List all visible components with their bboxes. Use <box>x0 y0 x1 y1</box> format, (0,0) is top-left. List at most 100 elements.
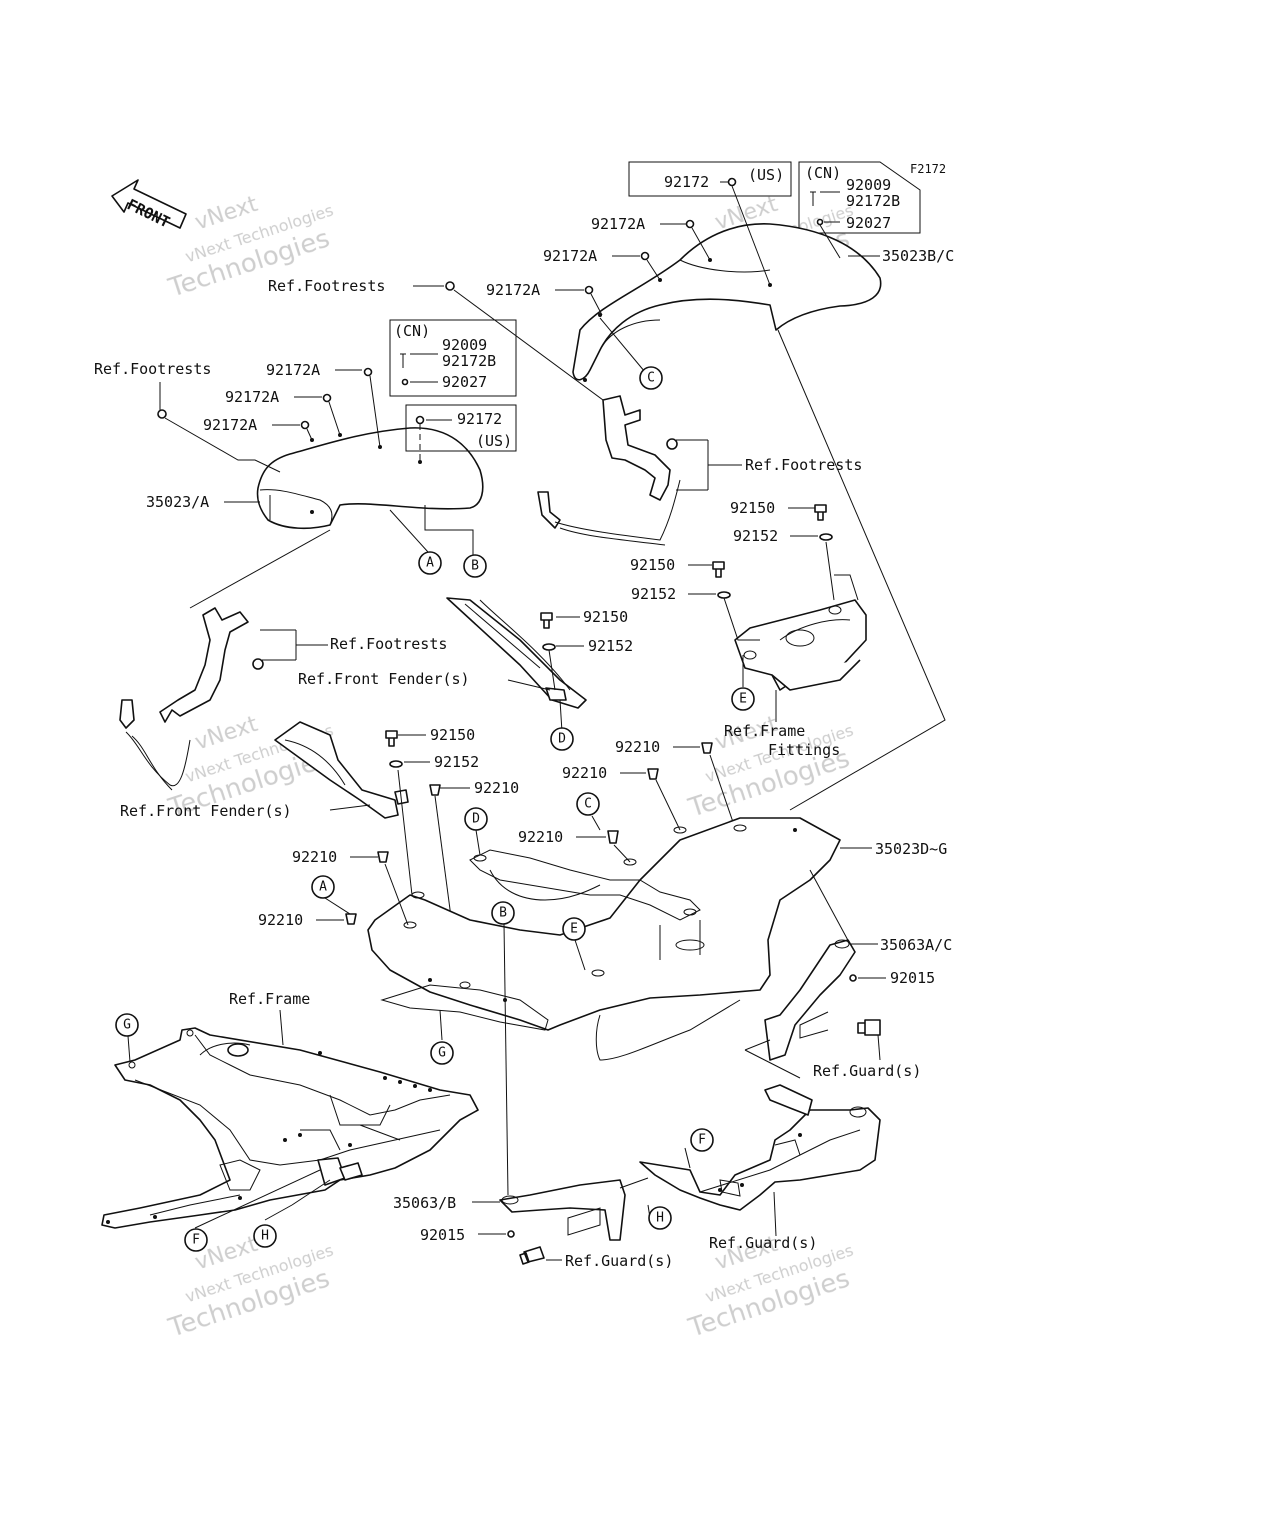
part-number-label: 92210 <box>562 764 607 782</box>
svg-text:E: E <box>570 922 578 937</box>
screw-icon <box>685 219 695 229</box>
part-number-label: 35063A/C <box>880 936 952 954</box>
part-number-label: 92150 <box>583 608 628 626</box>
washer-icon <box>401 378 409 386</box>
svg-text:A: A <box>319 880 327 895</box>
part-number-label: 92015 <box>890 969 935 987</box>
svg-text:D: D <box>558 732 566 747</box>
rear-fender-left <box>256 427 484 530</box>
callout-C: C <box>576 792 600 816</box>
screw-icon <box>415 415 425 425</box>
front-arrow-icon: FRONT <box>111 179 187 231</box>
callout-H: H <box>253 1224 277 1248</box>
part-number-label: 92172A <box>225 388 279 406</box>
bolt-icon <box>540 612 553 629</box>
us-variant-box <box>628 161 792 197</box>
figure-code: F2172 <box>910 162 946 176</box>
reference-label: Ref.Footrests <box>330 635 447 653</box>
callout-G: G <box>115 1013 139 1037</box>
nut-icon <box>507 1230 515 1238</box>
frame-fitting <box>734 599 867 691</box>
brace-bottom <box>499 1179 626 1241</box>
bolt-icon <box>157 409 167 419</box>
part-number-label: 92027 <box>846 214 891 232</box>
washer-icon <box>816 218 824 226</box>
reference-label: Ref.Footrests <box>268 277 385 295</box>
grommet-icon <box>607 830 619 844</box>
part-number-label: 92172A <box>486 281 540 299</box>
screw-icon <box>322 393 332 403</box>
part-number-label: 92015 <box>420 1226 465 1244</box>
screw-icon <box>640 251 650 261</box>
part-number-label: 92210 <box>474 779 519 797</box>
part-number-label: 35023/A <box>146 493 209 511</box>
part-number-label: 92150 <box>730 499 775 517</box>
svg-text:F: F <box>192 1233 200 1248</box>
grommet-icon <box>345 913 357 925</box>
part-number-label: 92172B <box>846 192 900 210</box>
callout-F: F <box>690 1128 714 1152</box>
callout-A: A <box>311 875 335 899</box>
svg-text:E: E <box>739 692 747 707</box>
part-number-label: 92172A <box>543 247 597 265</box>
part-number-label: 92172 <box>664 173 709 191</box>
callout-F: F <box>184 1228 208 1252</box>
svg-text:H: H <box>261 1229 269 1244</box>
part-number-label: 92027 <box>442 373 487 391</box>
part-number-label: 92172B <box>442 352 496 370</box>
main-fender-body <box>367 817 841 1061</box>
callout-D: D <box>550 727 574 751</box>
nut-icon <box>542 643 556 651</box>
part-number-label: 92009 <box>442 336 487 354</box>
grommet-icon <box>647 768 659 780</box>
reference-label: Ref.Footrests <box>745 456 862 474</box>
reference-label: Ref.Frame <box>229 990 310 1008</box>
reference-label: Ref.Guard(s) <box>565 1252 673 1270</box>
svg-text:H: H <box>656 1211 664 1226</box>
svg-text:G: G <box>438 1046 446 1061</box>
variant-flag-label: (CN) <box>805 164 841 182</box>
front-fender-strip <box>446 597 587 709</box>
callout-H: H <box>648 1206 672 1230</box>
part-number-label: 35023B/C <box>882 247 954 265</box>
nut-icon <box>389 760 403 768</box>
part-number-label: 35023D~G <box>875 840 947 858</box>
variant-flag-label: (US) <box>748 166 784 184</box>
rear-fender-right <box>572 223 882 382</box>
part-number-label: 92210 <box>292 848 337 866</box>
guard <box>639 1084 881 1211</box>
bolt-icon <box>445 281 455 291</box>
bolt-icon <box>385 730 398 747</box>
bolt-icon <box>712 561 725 578</box>
part-number-label: 92172A <box>203 416 257 434</box>
nut-icon <box>717 591 731 599</box>
svg-text:C: C <box>647 371 655 386</box>
nut-icon <box>819 533 833 541</box>
screw-icon <box>584 285 594 295</box>
svg-text:A: A <box>426 556 434 571</box>
part-number-label: 92152 <box>434 753 479 771</box>
bolt-icon <box>519 1246 545 1265</box>
part-number-label: 92210 <box>615 738 660 756</box>
part-number-label: 35063/B <box>393 1194 456 1212</box>
svg-text:G: G <box>123 1018 131 1033</box>
part-number-label: 92172 <box>457 410 502 428</box>
reference-label: Ref.Footrests <box>94 360 211 378</box>
callout-E: E <box>562 917 586 941</box>
cn-variant-box <box>798 161 921 234</box>
part-number-label: 92210 <box>258 911 303 929</box>
svg-text:B: B <box>471 559 479 574</box>
reference-label: Fittings <box>768 741 840 759</box>
svg-text:F: F <box>698 1133 706 1148</box>
vehicle-frame <box>101 1027 479 1229</box>
reference-label: Ref.Guard(s) <box>709 1234 817 1252</box>
screw-icon <box>727 177 737 187</box>
callout-C: C <box>639 366 663 390</box>
callout-G: G <box>430 1041 454 1065</box>
front-fender-left <box>274 721 409 819</box>
part-number-label: 92152 <box>733 527 778 545</box>
part-number-label: 92150 <box>630 556 675 574</box>
variant-flag-label: (CN) <box>394 322 430 340</box>
callout-B: B <box>491 901 515 925</box>
